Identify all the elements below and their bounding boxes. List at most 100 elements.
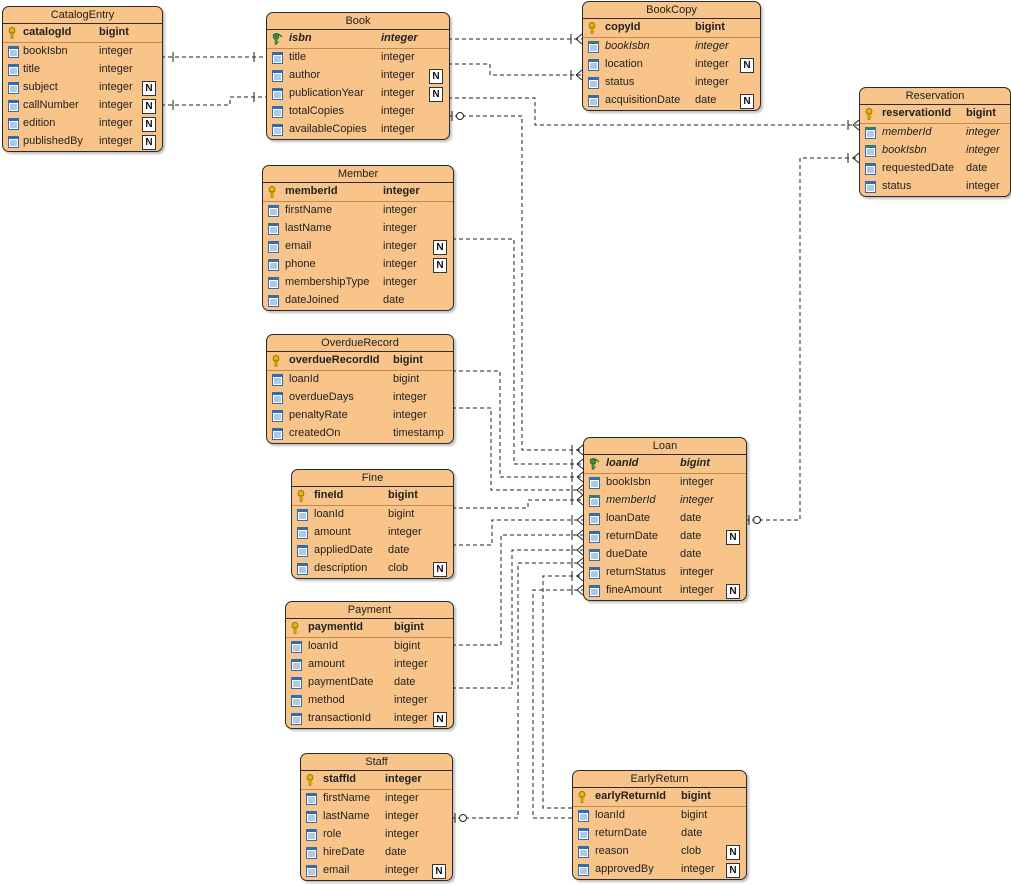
relationship-connector[interactable] — [448, 33, 583, 45]
column-icon — [589, 567, 600, 579]
column-name: paymentDate — [308, 676, 374, 688]
column-icon — [272, 374, 283, 386]
relationship-connector[interactable] — [448, 111, 584, 456]
relationship-connector[interactable] — [161, 52, 266, 62]
relationship-connector[interactable] — [532, 584, 584, 819]
relationship-connector[interactable] — [745, 152, 860, 525]
relationship-connector[interactable] — [161, 92, 266, 110]
column-name: dateJoined — [285, 294, 339, 306]
relationship-connector[interactable] — [452, 529, 584, 646]
relationship-connector[interactable] — [542, 570, 584, 809]
relationship-connector[interactable] — [452, 407, 584, 496]
column-name: bookIsbn — [882, 144, 927, 156]
relationship-connector[interactable] — [452, 514, 584, 546]
relationship-connector[interactable] — [452, 370, 584, 483]
column-name: email — [323, 864, 350, 876]
relationship-connector[interactable] — [448, 97, 860, 131]
relationship-connector[interactable] — [448, 63, 583, 81]
relationship-connector[interactable] — [452, 544, 584, 689]
relationship-connector[interactable] — [452, 494, 584, 509]
relationship-connector[interactable] — [451, 557, 584, 823]
relationship-connector[interactable] — [452, 238, 584, 470]
entity-title: CatalogEntry — [3, 7, 162, 24]
